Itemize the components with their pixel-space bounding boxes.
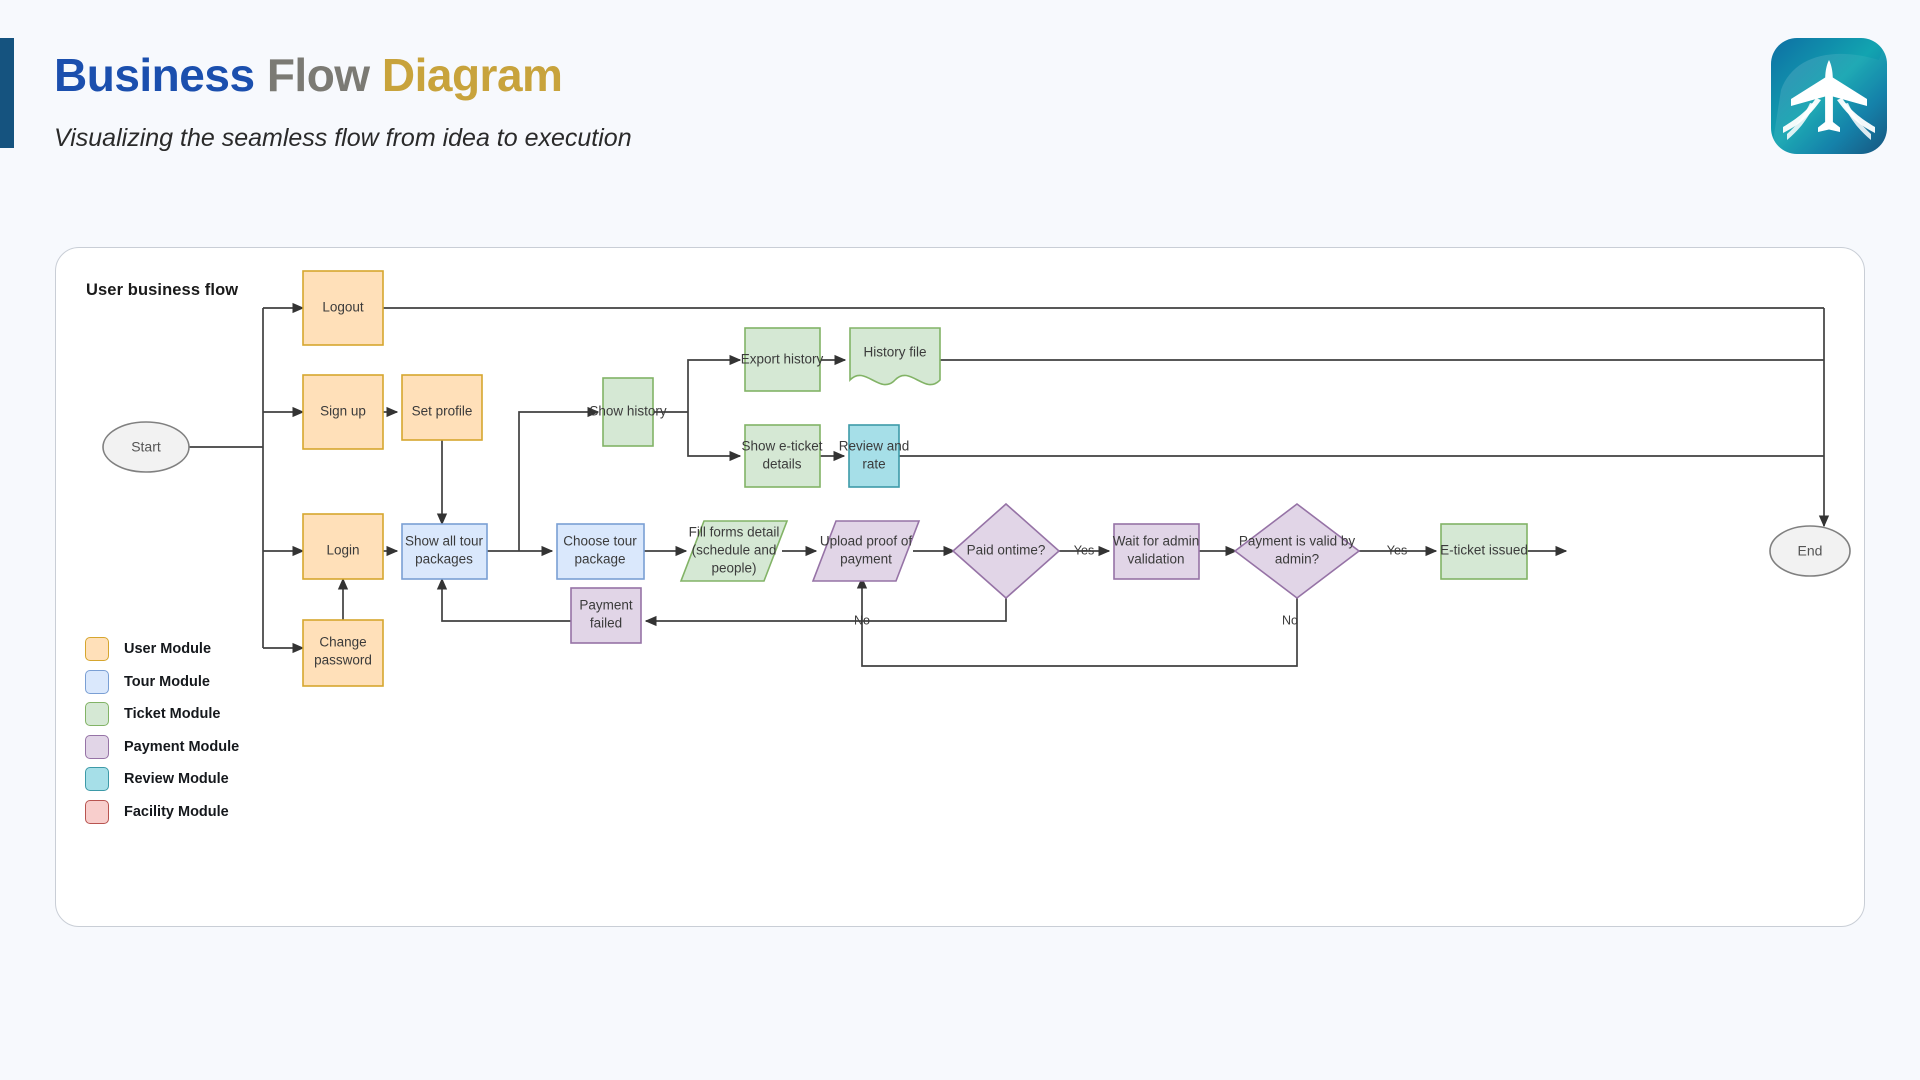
node-changepassword-label-line1: Change: [319, 635, 366, 650]
legend-swatch-user: [85, 637, 109, 662]
legend-swatch-ticket: [85, 702, 109, 727]
edge-label-paid-no: No: [854, 613, 870, 627]
flowchart-canvas: Start Logout Sign up Set profile: [102, 270, 1851, 687]
node-fillforms-label-line2: (schedule and: [692, 543, 777, 558]
node-uploadproof-label-line2: payment: [840, 552, 892, 567]
node-start-label: Start: [131, 439, 161, 455]
legend-item-ticket: Ticket Module: [85, 698, 239, 731]
node-showhistory[interactable]: Show history: [589, 377, 667, 447]
node-paymentfailed-label-line1: Payment: [579, 598, 633, 613]
node-eticket[interactable]: E-ticket issued: [1440, 523, 1528, 580]
title-word-flow: Flow: [266, 49, 370, 101]
title-word-business: Business: [54, 49, 255, 101]
legend-item-review: Review Module: [85, 763, 239, 796]
node-choosetour-label-line2: package: [574, 552, 625, 567]
node-reviewrate-label-line1: Review and: [839, 439, 910, 454]
node-login-label: Login: [326, 543, 359, 558]
node-showhistory-label: Show history: [589, 404, 667, 419]
legend-item-tour: Tour Module: [85, 666, 239, 699]
flow-edge-labels: Yes Yes No No: [854, 543, 1407, 627]
node-logout-label: Logout: [322, 300, 364, 315]
node-changepassword-label-line2: password: [314, 653, 372, 668]
legend-label-ticket: Ticket Module: [124, 706, 221, 723]
node-end-label: End: [1798, 543, 1823, 559]
legend-label-review: Review Module: [124, 771, 229, 788]
node-waitadmin-label-line2: validation: [1127, 552, 1184, 567]
node-uploadproof-label-line1: Upload proof of: [820, 534, 913, 549]
legend-swatch-review: [85, 767, 109, 792]
edge-label-paid-yes: Yes: [1074, 543, 1094, 557]
legend-item-facility: Facility Module: [85, 796, 239, 829]
node-signup[interactable]: Sign up: [302, 374, 384, 450]
airplane-logo: [1771, 38, 1887, 154]
node-showeticket[interactable]: Show e-ticket details: [741, 424, 823, 488]
node-validadmin[interactable]: Payment is valid by admin?: [1233, 502, 1361, 600]
edge-showhistory-exporthistory: [687, 354, 742, 412]
module-legend: User Module Tour Module Ticket Module Pa…: [85, 633, 239, 828]
node-logout[interactable]: Logout: [302, 270, 384, 346]
node-start[interactable]: Start: [102, 421, 190, 473]
node-setprofile[interactable]: Set profile: [401, 374, 483, 441]
node-setprofile-label: Set profile: [412, 404, 473, 419]
node-choosetour[interactable]: Choose tour package: [556, 523, 645, 580]
legend-swatch-facility: [85, 799, 109, 824]
legend-label-tour: Tour Module: [124, 673, 210, 690]
node-showall[interactable]: Show all tour packages: [401, 523, 488, 580]
flow-edges: [189, 302, 1830, 667]
node-exporthistory-label: Export history: [741, 352, 824, 367]
page-subtitle: Visualizing the seamless flow from idea …: [54, 124, 632, 152]
node-fillforms[interactable]: Fill forms detail (schedule and people): [679, 520, 789, 582]
accent-bar: [0, 38, 14, 148]
node-historyfile-label: History file: [863, 345, 926, 360]
node-changepassword[interactable]: Change password: [302, 619, 384, 687]
node-signup-label: Sign up: [320, 404, 366, 419]
legend-item-payment: Payment Module: [85, 731, 239, 764]
card-title: User business flow: [86, 281, 239, 299]
legend-label-payment: Payment Module: [124, 738, 240, 755]
edge-label-valid-no: No: [1282, 613, 1298, 627]
node-validadmin-label-line2: admin?: [1275, 552, 1319, 567]
node-waitadmin-label-line1: Wait for admin: [1113, 534, 1200, 549]
node-showeticket-label-line2: details: [762, 457, 801, 472]
node-paidontime-label: Paid ontime?: [967, 543, 1046, 558]
node-choosetour-label-line1: Choose tour: [563, 534, 637, 549]
edge-paidontime-no-paymentfailed: [644, 598, 1007, 627]
node-login[interactable]: Login: [302, 513, 384, 580]
title-word-diagram: Diagram: [381, 49, 563, 101]
node-validadmin-label-line1: Payment is valid by: [1239, 534, 1356, 549]
edge-showall-showhistory: [518, 406, 600, 551]
node-paidontime[interactable]: Paid ontime?: [951, 502, 1061, 600]
node-historyfile[interactable]: History file: [849, 327, 941, 386]
node-showall-label-line1: Show all tour: [405, 534, 484, 549]
page-title: Business Flow Diagram: [54, 48, 563, 102]
edge-showhistory-showeticket: [687, 412, 742, 462]
node-reviewrate[interactable]: Review and rate: [839, 424, 910, 488]
legend-swatch-tour: [85, 669, 109, 694]
legend-label-user: User Module: [124, 641, 212, 658]
node-eticket-label: E-ticket issued: [1440, 543, 1528, 558]
node-fillforms-label-line1: Fill forms detail: [689, 525, 780, 540]
node-fillforms-label-line3: people): [711, 561, 756, 576]
node-reviewrate-label-line2: rate: [862, 457, 885, 472]
node-waitadmin[interactable]: Wait for admin validation: [1113, 523, 1200, 580]
node-uploadproof[interactable]: Upload proof of payment: [811, 520, 921, 582]
node-paymentfailed[interactable]: Payment failed: [570, 587, 642, 644]
flow-nodes: Start Logout Sign up Set profile: [102, 270, 1851, 687]
edge-validadmin-no-uploadproof: [856, 576, 1298, 667]
legend-item-user: User Module: [85, 633, 239, 666]
legend-label-facility: Facility Module: [124, 803, 229, 820]
node-showeticket-label-line1: Show e-ticket: [741, 439, 822, 454]
node-exporthistory[interactable]: Export history: [741, 327, 824, 392]
page-header: Business Flow Diagram Visualizing the se…: [0, 0, 1920, 186]
node-paymentfailed-label-line2: failed: [590, 616, 622, 631]
legend-swatch-payment: [85, 734, 109, 759]
node-end[interactable]: End: [1769, 525, 1851, 577]
edge-label-valid-yes: Yes: [1387, 543, 1407, 557]
flow-card: User business flow User Module Tour Modu…: [55, 247, 1865, 927]
node-showall-label-line2: packages: [415, 552, 473, 567]
